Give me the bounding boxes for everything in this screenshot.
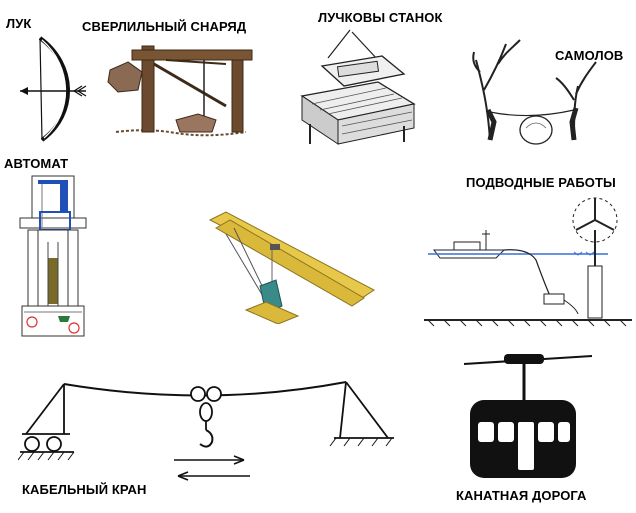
bow-limb: [38, 36, 70, 142]
arrow-head: [20, 87, 28, 95]
trap-rope: [489, 109, 575, 117]
label-drill: СВЕРЛИЛЬНЫЙ СНАРЯД: [82, 19, 247, 34]
label-automaton: АВТОМАТ: [4, 156, 69, 171]
label-underwater: ПОДВОДНЫЕ РАБОТЫ: [466, 175, 616, 190]
hoist-hook: [199, 429, 214, 448]
bow-string: [39, 37, 43, 141]
bow-illustration: [16, 34, 88, 144]
drill-base-stone: [175, 113, 217, 133]
drill-stone-weight: [107, 61, 143, 93]
cable-line: [503, 249, 551, 297]
trap-right-branch: [555, 61, 597, 141]
trap-noose: [519, 115, 553, 145]
lathe-illustration: [292, 26, 420, 152]
turbine-blades: [575, 198, 615, 231]
cable-car-illustration: [462, 350, 594, 484]
ship-cabin: [453, 241, 481, 251]
drill-left-post: [141, 45, 155, 133]
gantry-crane-illustration: [206, 206, 376, 324]
drill-crossbeam: [131, 49, 253, 61]
crane-girder-front: [214, 219, 365, 307]
automaton-base: [21, 305, 85, 337]
label-bow: ЛУК: [6, 16, 32, 31]
label-cable-crane: КАБЕЛЬНЫЙ КРАН: [22, 482, 147, 497]
drill-illustration: [106, 36, 256, 140]
turbine-tower: [587, 265, 603, 319]
cable-car-door: [518, 422, 534, 470]
cable-car-carriage: [504, 354, 544, 364]
automaton-illustration: [18, 172, 88, 338]
lathe-workpiece: [336, 60, 380, 78]
label-lathe: ЛУЧКОВЫ СТАНОК: [318, 10, 443, 25]
crane-base-rail: [244, 301, 300, 324]
hoist-pulley-right: [206, 386, 222, 402]
trap-left-branch: [472, 39, 521, 141]
lathe-bed-side: [337, 103, 415, 145]
cable-left-tower: [25, 383, 65, 435]
arrow-fletching: [73, 85, 87, 97]
cable-right-tower: [339, 381, 389, 439]
underwater-device: [543, 293, 565, 305]
underwater-illustration: [424, 190, 634, 330]
label-self-catch: САМОЛОВ: [555, 48, 624, 63]
automaton-fluid: [48, 258, 58, 304]
hoist-pulley-left: [190, 386, 206, 402]
drill-right-post: [231, 49, 244, 133]
label-cable-car: КАНАТНАЯ ДОРОГА: [456, 488, 587, 503]
cable-crane-illustration: [18, 372, 394, 482]
self-catch-illustration: [470, 30, 600, 150]
